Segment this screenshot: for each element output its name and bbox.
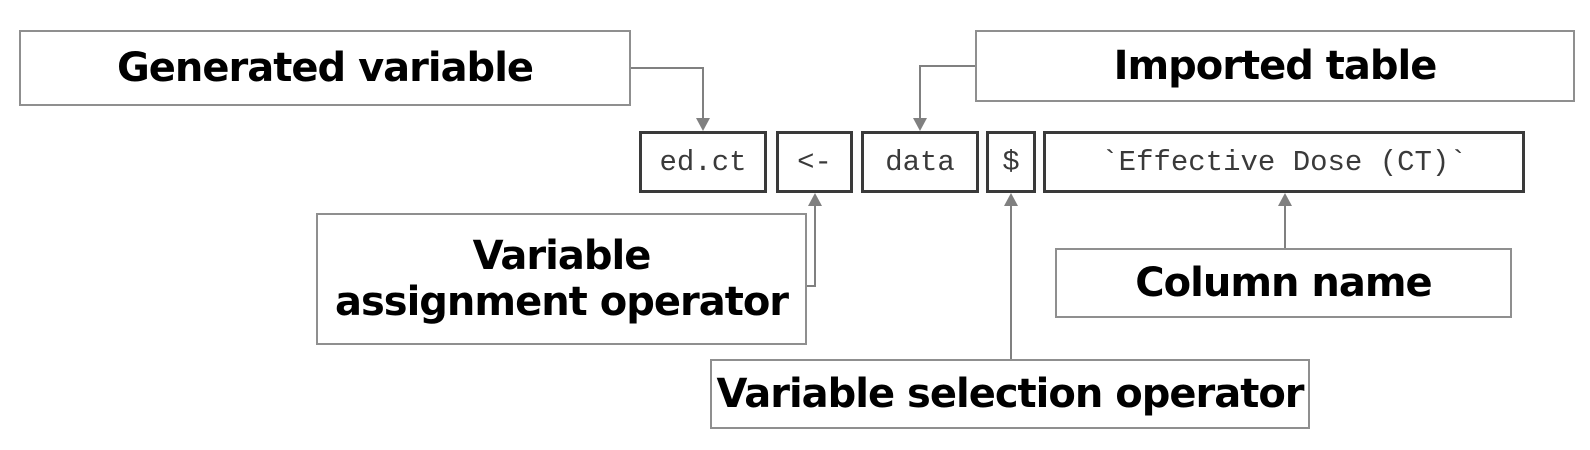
label-generated-variable-text: Generated variable	[116, 45, 534, 91]
arrowhead-assignment-operator	[808, 193, 822, 206]
token-column-text: `Effective Dose (CT)`	[1101, 145, 1467, 179]
arrow-generated-variable	[630, 67, 704, 120]
token-table-text: data	[885, 145, 955, 179]
label-imported-table: Imported table	[975, 30, 1575, 102]
label-column-name-text: Column name	[1135, 260, 1432, 306]
label-selection-operator-text: Variable selection operator	[716, 371, 1304, 417]
label-assignment-operator: Variable assignment operator	[316, 213, 807, 345]
arrowhead-selection-operator	[1004, 193, 1018, 206]
label-generated-variable: Generated variable	[19, 30, 631, 106]
label-selection-operator: Variable selection operator	[710, 359, 1310, 429]
token-column: `Effective Dose (CT)`	[1043, 131, 1525, 193]
label-column-name: Column name	[1055, 248, 1512, 318]
token-generated-variable-text: ed.ct	[659, 145, 747, 179]
label-imported-table-text: Imported table	[1113, 43, 1438, 89]
token-assignment-operator-text: <-	[797, 145, 832, 179]
arrowhead-imported-table	[913, 118, 927, 131]
label-assignment-operator-text: Variable assignment operator	[334, 233, 789, 325]
token-selection-operator: $	[986, 131, 1036, 193]
arrowhead-generated-variable	[696, 118, 710, 131]
token-assignment-operator: <-	[776, 131, 853, 193]
arrow-imported-table	[919, 65, 975, 120]
arrow-assignment-operator	[806, 204, 816, 287]
arrowhead-column-name	[1278, 193, 1292, 206]
token-generated-variable: ed.ct	[639, 131, 767, 193]
token-table: data	[861, 131, 979, 193]
token-selection-operator-text: $	[1002, 145, 1020, 179]
